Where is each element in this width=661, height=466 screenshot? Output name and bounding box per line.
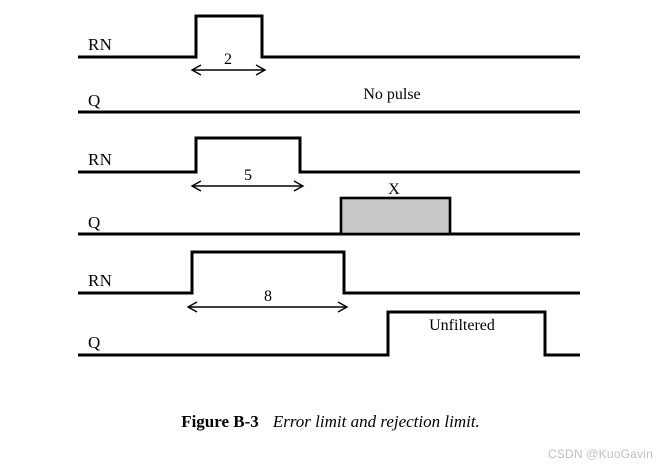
figure-caption-number: Figure B-3 [181, 412, 259, 431]
waveform-q-group-3 [78, 310, 580, 357]
annotation-no-pulse: No pulse [363, 86, 420, 103]
signal-group-1: RN 2 Q No pulse [78, 14, 580, 114]
dimension-arrow-group-3 [186, 301, 349, 313]
signal-label-rn-group-2: RN [88, 150, 112, 169]
dimension-label-group-1: 2 [224, 51, 232, 68]
dimension-label-group-2: 5 [244, 167, 252, 184]
annotation-x: X [388, 181, 400, 198]
waveform-rn-group-3 [78, 250, 580, 295]
signal-label-q-group-3: Q [88, 333, 101, 352]
signal-label-q-group-1: Q [88, 91, 101, 110]
watermark-text: CSDN @KuoGavin [547, 447, 653, 461]
signal-label-q-group-2: Q [88, 213, 101, 232]
dimension-arrow-group-1 [190, 64, 267, 76]
dimension-arrow-group-2 [190, 180, 305, 192]
signal-label-rn-group-3: RN [88, 271, 112, 290]
signal-group-2: RN 5 Q X [78, 136, 580, 236]
annotation-unfiltered: Unfiltered [429, 317, 495, 334]
dimension-label-group-3: 8 [264, 288, 272, 305]
figure-caption-text: Error limit and rejection limit. [272, 412, 480, 431]
signal-group-3: RN 8 Q Unfiltered [78, 250, 580, 357]
figure-caption: Figure B-3 Error limit and rejection limi… [0, 412, 661, 432]
waveform-rn-group-1 [78, 14, 580, 59]
waveform-rn-group-2 [78, 136, 580, 174]
filled-pulse-box-x [339, 196, 452, 236]
signal-label-rn-group-1: RN [88, 35, 112, 54]
